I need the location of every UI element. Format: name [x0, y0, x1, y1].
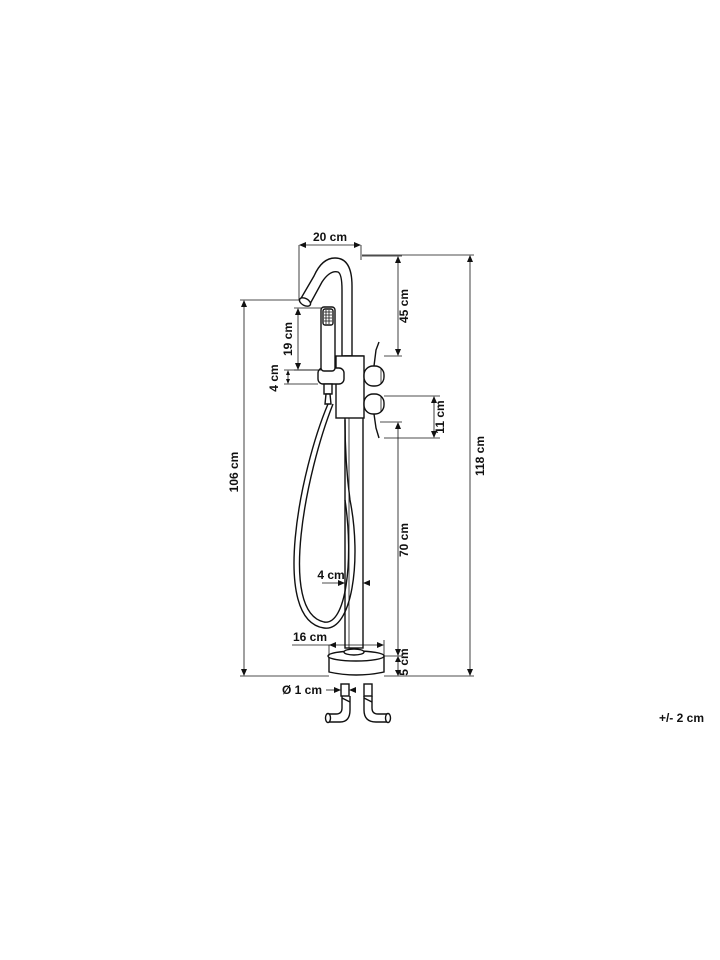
- shower-hose: [293, 403, 356, 629]
- label-70cm: 70 cm: [397, 523, 411, 557]
- lower-lever: [373, 413, 380, 439]
- spout-outlet: [298, 297, 312, 307]
- supply-pipes: [324, 683, 392, 724]
- label-4cm-column: 4 cm: [317, 568, 344, 582]
- faucet-illustration: [293, 257, 392, 724]
- dimension-labels: 20 cm 45 cm 118 cm 106 cm 19 cm 4 cm 11 …: [227, 230, 704, 725]
- label-106cm: 106 cm: [227, 452, 241, 493]
- label-19cm: 19 cm: [281, 322, 295, 356]
- label-4cm-holder: 4 cm: [267, 364, 281, 391]
- hose-connector: [323, 383, 333, 395]
- tolerance-note: +/- 2 cm: [659, 711, 704, 725]
- mixer-block: [335, 355, 365, 419]
- label-pipe-diameter: Ø 1 cm: [282, 683, 322, 697]
- label-20cm: 20 cm: [313, 230, 347, 244]
- dimension-lines: [240, 242, 474, 693]
- label-45cm: 45 cm: [397, 289, 411, 323]
- label-5cm: 5 cm: [397, 648, 411, 675]
- label-11cm: 11 cm: [433, 400, 447, 433]
- label-118cm: 118 cm: [473, 436, 487, 476]
- shower-head: [322, 308, 334, 326]
- label-16cm: 16 cm: [293, 630, 327, 644]
- upper-lever: [373, 341, 380, 367]
